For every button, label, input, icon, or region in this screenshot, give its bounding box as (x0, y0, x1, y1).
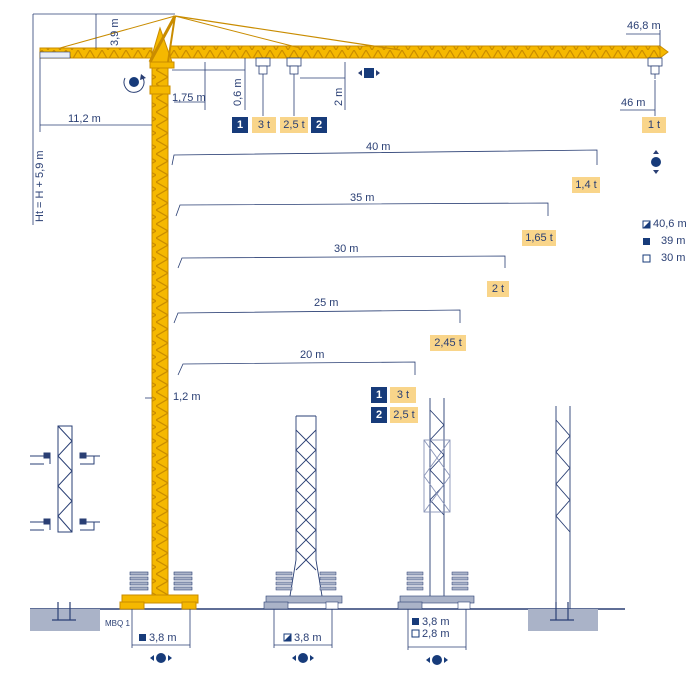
jib-tie-rod (174, 15, 401, 51)
mast-section-detail (30, 425, 100, 533)
trolley-gap-label: 2 m (333, 87, 345, 106)
model-code: MBQ 1 (105, 619, 130, 628)
load-40-capacity: 1,4 t (572, 177, 600, 193)
reach-20-label: 20 m (300, 349, 325, 361)
tip-radius-label: 46 m (621, 97, 646, 109)
mounting-3-ballast (406, 571, 469, 591)
counter-jib-label: 11,2 m (68, 113, 101, 125)
tip-capacity: 1 t (642, 117, 666, 133)
trolley-2 (286, 57, 302, 79)
reach-40-label: 40 m (366, 141, 391, 153)
mode-2-capacity: 2,5 t (280, 117, 308, 133)
reach-35-label: 35 m (350, 192, 375, 204)
mounting-base-3 (423, 398, 451, 596)
slewing-icon (129, 77, 139, 87)
jib-legend-icons (642, 220, 651, 263)
mast-width-label: 1,2 m (173, 391, 201, 403)
trolley-tip (647, 57, 663, 79)
reach-25-label: 25 m (314, 297, 339, 309)
base-dimensions (131, 609, 467, 650)
reach-30-label: 30 m (334, 243, 359, 255)
main-mast (151, 61, 169, 597)
ct-height-label: 3,9 m (109, 18, 121, 46)
travel-icons (150, 653, 448, 665)
jib-legend-30: 30 m (661, 252, 686, 264)
curve20-mode-2-capacity: 2,5 t (390, 407, 418, 423)
jib-length-label: 46,8 m (627, 20, 661, 32)
base-ballast (129, 571, 193, 591)
jib-tip (659, 45, 669, 59)
base-2-width: 3,8 m (294, 632, 322, 644)
tower-offset-label: 1,75 m (172, 92, 206, 104)
base-legend-icons (139, 618, 420, 642)
base-3-alt-width: 2,8 m (422, 628, 450, 640)
hoist-icon (651, 157, 661, 167)
mode-1-capacity: 3 t (252, 117, 276, 133)
trolley-1 (255, 57, 271, 79)
trolley-travel-icon (364, 68, 374, 78)
mounting-base-2 (289, 415, 323, 597)
load-30-capacity: 2 t (487, 281, 509, 297)
jib-legend-39: 39 m (661, 235, 686, 247)
base-1-width: 3,8 m (149, 632, 177, 644)
mode-1-badge: 1 (232, 117, 248, 133)
load-25-capacity: 2,45 t (430, 335, 466, 351)
load-curves (171, 149, 598, 376)
jib-legend-40-6: 40,6 m (653, 218, 687, 230)
base-chassis (121, 594, 199, 604)
curve20-mode-2-badge: 2 (371, 407, 387, 423)
mounting-base-4 (555, 406, 571, 609)
tower-height-label: Ht = H + 5,9 m (34, 150, 46, 222)
jib (169, 45, 661, 59)
base-3-width: 3,8 m (422, 616, 450, 628)
hook-offset-label: 0,6 m (232, 78, 244, 106)
curve20-mode-1-badge: 1 (371, 387, 387, 403)
mode-2-badge: 2 (311, 117, 327, 133)
load-35-capacity: 1,65 t (522, 230, 556, 246)
mounting-2-ballast (275, 571, 337, 591)
curve20-mode-1-capacity: 3 t (390, 387, 416, 403)
